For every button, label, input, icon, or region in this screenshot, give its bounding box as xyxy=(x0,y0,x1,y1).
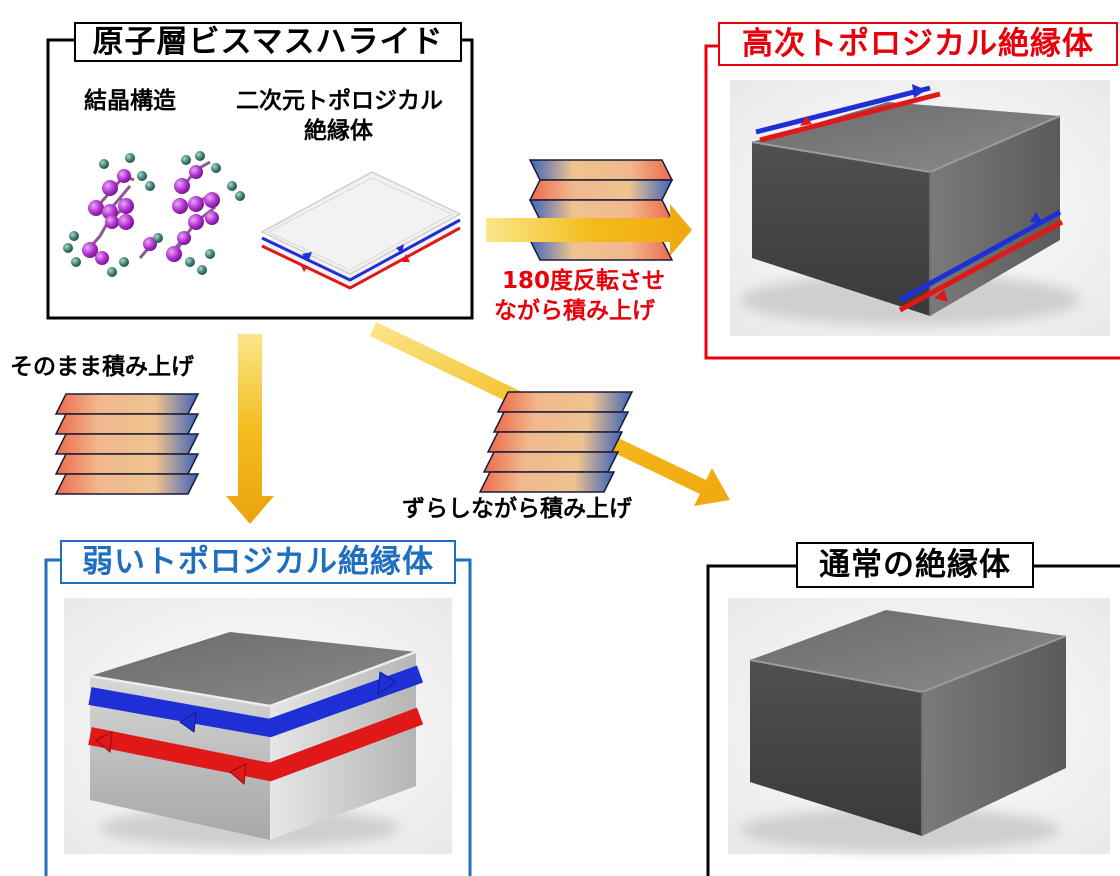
crystal-structure-label: 結晶構造 xyxy=(84,88,176,114)
stack-straight-illustration xyxy=(54,393,200,495)
shift-stack-label: ずらしながら積み上げ xyxy=(402,496,632,522)
weak-title: 弱いトポロジカル絶縁体 xyxy=(60,540,456,584)
topo2d-sheet-illustration xyxy=(260,171,462,290)
topo2d-label-line1: 二次元トポロジカル xyxy=(236,88,443,114)
arrow-to-higher-order xyxy=(486,204,692,256)
normal-render xyxy=(728,598,1110,854)
halide-atoms xyxy=(63,151,245,277)
arrow-to-weak xyxy=(226,334,274,524)
higher-order-title: 高次トポロジカル絶縁体 xyxy=(718,22,1118,66)
stack-rotated-illustration xyxy=(528,159,674,261)
stack-shifted-illustration xyxy=(478,391,634,493)
bismuth-atoms xyxy=(82,165,220,265)
crystal-structure-illustration xyxy=(63,151,245,277)
weak-render xyxy=(64,598,452,854)
weak-panel-frame xyxy=(44,558,472,876)
normal-panel-frame xyxy=(706,564,1120,876)
rotate-stack-label-line1: 180度反転させ xyxy=(502,268,666,294)
topo2d-label-line2: 絶縁体 xyxy=(304,118,373,144)
normal-title: 通常の絶縁体 xyxy=(796,542,1034,588)
source-panel-frame xyxy=(46,38,474,320)
source-panel-title: 原子層ビスマスハライド xyxy=(74,22,462,62)
rotate-stack-label-line2: ながら積み上げ xyxy=(494,298,655,324)
straight-stack-label: そのまま積み上げ xyxy=(10,354,194,380)
higher-order-panel-frame xyxy=(704,44,1120,360)
higher-order-render xyxy=(730,80,1110,336)
